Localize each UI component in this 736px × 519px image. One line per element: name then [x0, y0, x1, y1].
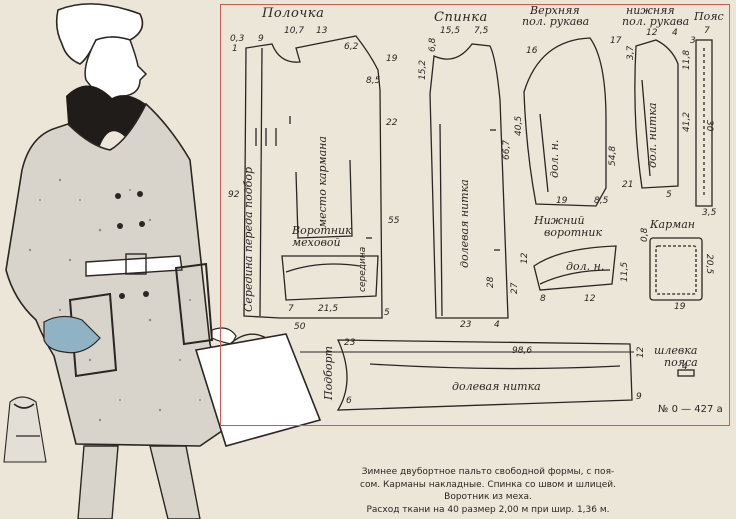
upper-sleeve-dim-16: 16 [526, 46, 538, 56]
lower-sleeve-dim-12: 12 [646, 28, 658, 38]
description-caption: Зимнее двубортное пальто свободной формы… [322, 466, 654, 516]
back-dim-27: 27 [510, 282, 520, 294]
upper-sleeve-outline [523, 37, 607, 207]
upper-sleeve-dim-405: 40,5 [514, 115, 524, 136]
fur-collar-stand: середина [358, 246, 368, 292]
lower-sleeve-dim-5: 5 [666, 190, 672, 200]
description-line: Воротник из меха. [444, 492, 532, 502]
lower-sleeve-title-1: нижняя [626, 4, 675, 17]
upper-sleeve-dim-17: 17 [610, 36, 622, 46]
front-dim-9: 9 [258, 34, 264, 44]
upper-sleeve-title-2: пол. рукава [522, 15, 590, 28]
back-dim-28: 28 [486, 276, 496, 288]
back-piece-outline [429, 43, 509, 319]
lower-sleeve-title-2: пол. рукава [622, 15, 690, 28]
front-dim-107: 10,7 [284, 26, 305, 36]
front-piece-outline [243, 35, 383, 319]
facing-outline [336, 339, 633, 411]
catalog-number: № 0 — 427 а [658, 404, 723, 415]
pocket-dim-205: 20,5 [704, 254, 714, 275]
under-collar-title-1: Нижний [534, 214, 585, 227]
lower-sleeve-dim-37: 3,7 [626, 45, 636, 60]
under-collar-outline [533, 245, 617, 291]
fur-collar-dim-7: 7 [288, 304, 294, 314]
belt-loop-dim-4: 4 [682, 362, 688, 372]
under-collar-grain: дол. н. [566, 260, 605, 273]
pattern-sheet-frame [220, 4, 730, 426]
pocket-title: Карман [650, 218, 696, 231]
facing-title: Подборт [322, 346, 335, 400]
under-collar-dim-12b: 12 [584, 294, 596, 304]
belt-dim-7: 7 [704, 26, 710, 36]
belt-dim-35: 3,5 [702, 208, 717, 218]
under-collar-dim-12: 12 [520, 252, 530, 264]
upper-sleeve-grain: дол. н. [548, 139, 561, 178]
front-dim-03: 0,3 [230, 34, 245, 44]
facing-dim-986: 98,6 [512, 346, 533, 356]
under-collar-dim-8: 8 [540, 294, 546, 304]
upper-sleeve-title-1: Верхняя [530, 4, 580, 17]
facing-grain: долевая нитка [452, 380, 541, 393]
lower-sleeve-dim-4: 4 [672, 28, 678, 38]
belt-loop-title-2: пояса [664, 356, 698, 369]
back-dim-23: 23 [460, 320, 472, 330]
belt-dim-30: 30 [704, 120, 714, 132]
belt-title: Пояс [694, 10, 724, 23]
front-center-line [259, 47, 263, 317]
upper-sleeve-dim-19: 19 [556, 196, 568, 206]
back-grain-label: долевая нитка [458, 179, 471, 268]
lower-sleeve-grain: дол. нитка [646, 102, 659, 168]
description-line: сом. Карманы накладные. Спинка со швом и… [360, 479, 616, 490]
front-dim-19: 19 [386, 54, 398, 64]
facing-dim-9: 9 [636, 392, 642, 402]
description-line: Расход ткани на 40 размер 2,00 м при шир… [366, 504, 610, 515]
facing-dim-23: 23 [344, 338, 356, 348]
under-collar-dim-115: 11,5 [620, 261, 630, 282]
belt-outline [695, 39, 713, 207]
fur-collar-title-1: Воротник [292, 224, 352, 237]
lower-sleeve-dim-118: 11,8 [682, 49, 692, 70]
under-collar-title-2: воротник [544, 226, 603, 239]
lower-sleeve-outline [634, 39, 679, 189]
front-dim-50: 50 [294, 322, 306, 332]
front-grain-label: Середина переда подбор [242, 166, 255, 312]
back-dim-68: 6,8 [428, 37, 438, 52]
facing-dim-12: 12 [636, 346, 646, 358]
facing-dim-6: 6 [346, 396, 352, 406]
back-dim-667: 66,7 [502, 139, 512, 160]
fur-collar-dim-215: 21,5 [318, 304, 339, 314]
back-dim-75: 7,5 [474, 26, 489, 36]
front-dim-62: 6,2 [344, 42, 359, 52]
front-pocket-label: место кармана [316, 136, 329, 228]
front-dim-1: 1 [232, 44, 238, 54]
front-dim-92: 92 [228, 190, 240, 200]
description-line: Зимнее двубортное пальто свободной формы… [361, 467, 615, 477]
fur-collar-outline [281, 255, 379, 301]
back-dim-4: 4 [494, 320, 500, 330]
back-dim-152: 15,2 [418, 59, 428, 80]
back-piece-title: Спинка [434, 10, 488, 25]
belt-loop-title-1: шлевка [654, 344, 698, 357]
front-dim-85: 8,5 [366, 76, 381, 86]
front-dim-22: 22 [386, 118, 398, 128]
front-dim-13: 13 [316, 26, 328, 36]
fur-collar-title-2: меховой [292, 236, 341, 249]
pocket-outline [649, 237, 703, 301]
pocket-dim-19: 19 [674, 302, 686, 312]
front-dim-55: 55 [388, 216, 400, 226]
back-dim-155: 15,5 [440, 26, 461, 36]
upper-sleeve-dim-548: 54,8 [608, 145, 618, 166]
lower-sleeve-dim-21: 21 [622, 180, 634, 190]
front-piece-title: Полочка [262, 6, 325, 21]
front-pocket-outline [295, 159, 353, 239]
belt-loop-outline [677, 369, 695, 377]
lower-sleeve-dim-412: 41,2 [682, 111, 692, 132]
pocket-dim-08: 0,8 [640, 227, 650, 242]
upper-sleeve-dim-85: 8,5 [594, 196, 609, 206]
front-dim-5: 5 [384, 308, 390, 318]
belt-dim-3: 3 [690, 36, 696, 46]
